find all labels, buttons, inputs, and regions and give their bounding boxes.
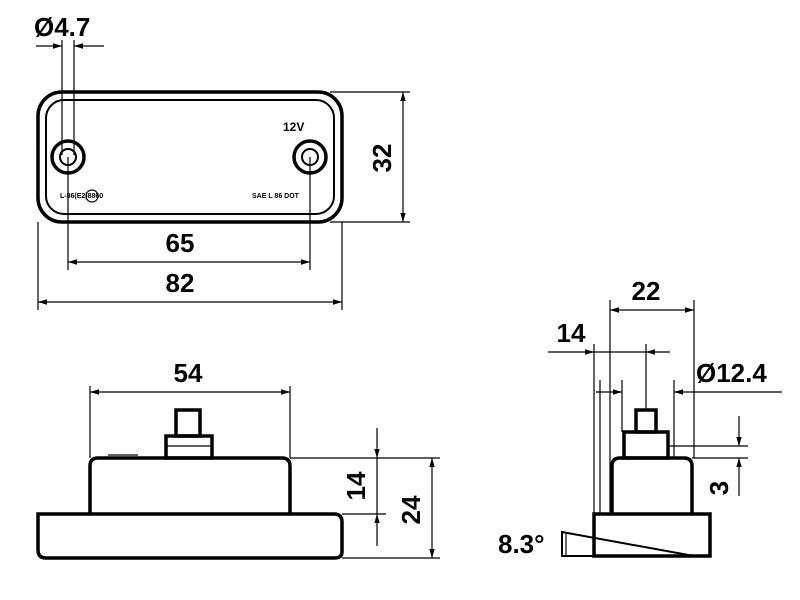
marking-left: L-86(E2)8860 bbox=[60, 193, 103, 200]
dim-angle: 8.3° bbox=[498, 529, 545, 559]
dim-side-width: 22 bbox=[632, 276, 661, 306]
dim-height: 32 bbox=[367, 144, 397, 173]
connector-base bbox=[164, 434, 214, 460]
dim-post-diameter: Ø12.4 bbox=[696, 358, 767, 388]
voltage-label: 12V bbox=[283, 120, 304, 134]
approval-mark-circle bbox=[85, 189, 99, 203]
marking-right: SAE L 86 DOT bbox=[252, 193, 300, 200]
side-post-base bbox=[622, 430, 670, 460]
dim-hole-diameter: Ø4.7 bbox=[34, 12, 90, 42]
housing bbox=[88, 456, 292, 514]
connector-pin bbox=[174, 408, 202, 438]
dim-hole-spacing: 65 bbox=[166, 228, 195, 258]
side-view: 22 14 Ø12.4 3 8.3° bbox=[498, 276, 782, 559]
dim-total-width: 82 bbox=[166, 268, 195, 298]
angle-wedge bbox=[561, 530, 695, 557]
dim-total-height: 24 bbox=[396, 495, 426, 524]
lamp-outline-inner bbox=[45, 99, 335, 215]
side-housing bbox=[610, 456, 694, 514]
dim-side-offset: 14 bbox=[557, 318, 586, 348]
lamp-outline-outer bbox=[36, 90, 344, 224]
dim-post-height: 3 bbox=[704, 481, 734, 495]
top-view: 12V L-86(E2)8860 SAE L 86 DOT Ø4.7 32 65… bbox=[34, 12, 410, 310]
dim-housing-width: 54 bbox=[174, 358, 203, 388]
side-base bbox=[592, 512, 712, 558]
dim-housing-height: 14 bbox=[341, 471, 371, 500]
side-post-pin bbox=[634, 408, 658, 434]
base-plate bbox=[36, 512, 344, 560]
front-view: 54 14 24 bbox=[36, 358, 440, 560]
